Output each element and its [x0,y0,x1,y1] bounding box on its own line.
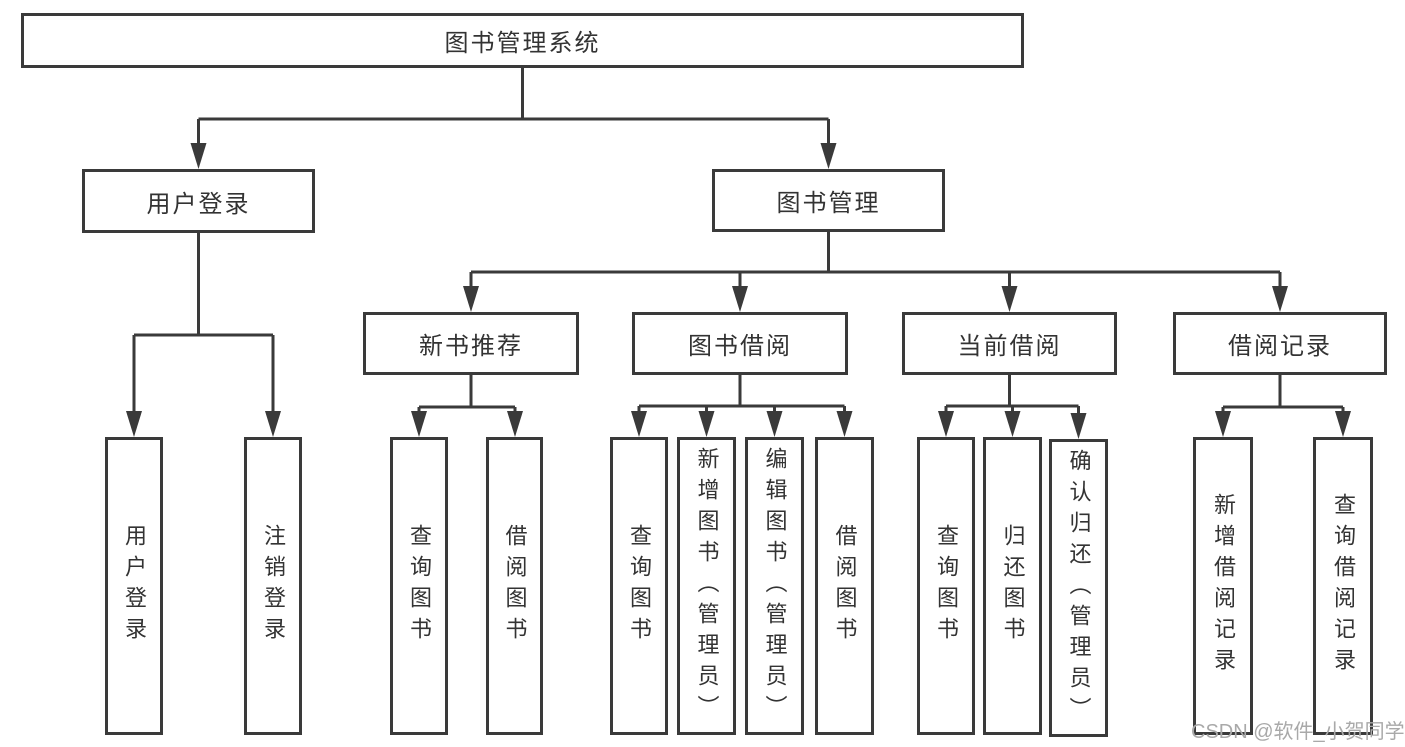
connector-root [197,68,830,145]
leaf-add-record-label: 新增借阅记录 [1211,493,1236,679]
connector-book-mgmt [469,232,1282,288]
connector-new-book [417,375,517,413]
connector-book-borrow [637,375,846,413]
arrowhead [1001,286,1018,312]
arrowhead [126,411,142,437]
connector-borrow-record [1221,375,1345,413]
connector-arrowheads [126,143,1351,439]
arrowhead [1215,411,1231,437]
leaf-query-book-1: 查询图书 [390,437,448,735]
connector-lines [132,68,1345,415]
node-current-borrow: 当前借阅 [902,312,1117,375]
arrowhead [732,286,748,312]
node-book-mgmt: 图书管理 [712,169,945,232]
arrowhead [1335,411,1351,437]
leaf-query-book-3: 查询图书 [917,437,975,735]
node-root: 图书管理系统 [21,13,1024,68]
leaf-query-book-3-label: 查询图书 [934,524,959,648]
leaf-query-book-2-label: 查询图书 [627,524,652,648]
leaf-confirm-return-label: 确认归还（管理员） [1066,448,1092,728]
leaf-query-record-label: 查询借阅记录 [1331,493,1356,679]
leaf-confirm-return: 确认归还（管理员） [1049,439,1108,737]
leaf-query-record: 查询借阅记录 [1313,437,1373,735]
leaf-user-login: 用户登录 [105,437,163,735]
leaf-return-book: 归还图书 [983,437,1042,735]
node-book-borrow: 图书借阅 [632,312,848,375]
leaf-add-book-label: 新增图书（管理员） [694,446,720,726]
node-user-login-label: 用户登录 [146,190,251,218]
leaf-logout: 注销登录 [244,437,302,735]
arrowhead [190,143,207,169]
connector-current-borrow [944,375,1080,415]
arrowhead [820,143,837,169]
arrowhead [698,411,715,437]
leaf-borrow-book-1-label: 借阅图书 [502,524,528,648]
node-book-mgmt-label: 图书管理 [776,190,881,217]
arrowhead [411,411,427,437]
node-borrow-record-label: 借阅记录 [1228,333,1332,360]
node-borrow-record: 借阅记录 [1173,312,1387,375]
csdn-watermark: CSDN @软件_小贺同学 [1191,721,1405,743]
connector-user-login [132,233,275,413]
arrowhead [463,286,479,312]
arrowhead [631,411,647,437]
leaf-logout-label: 注销登录 [261,524,286,648]
leaf-query-book-2: 查询图书 [610,437,668,735]
arrowhead [1272,286,1288,312]
leaf-return-book-label: 归还图书 [1000,524,1026,648]
arrowhead [1070,413,1087,439]
leaf-edit-book: 编辑图书（管理员） [745,437,804,735]
leaf-borrow-book-1: 借阅图书 [486,437,543,735]
node-book-borrow-label: 图书借阅 [688,333,792,360]
leaf-edit-book-label: 编辑图书（管理员） [762,446,788,726]
node-current-borrow-label: 当前借阅 [957,333,1062,360]
arrowhead [766,411,783,437]
leaf-user-login-label: 用户登录 [122,524,147,648]
arrowhead [507,411,523,437]
arrowhead [938,411,954,437]
arrowhead [836,411,853,437]
leaf-add-record: 新增借阅记录 [1193,437,1253,735]
node-user-login: 用户登录 [82,169,315,233]
arrowhead [1004,411,1021,437]
node-new-book-label: 新书推荐 [419,333,523,360]
arrowhead [265,411,281,437]
node-new-book: 新书推荐 [363,312,579,375]
node-root-label: 图书管理系统 [444,30,601,57]
leaf-query-book-1-label: 查询图书 [407,524,432,648]
leaf-borrow-book-2-label: 借阅图书 [832,524,858,648]
leaf-add-book: 新增图书（管理员） [677,437,736,735]
leaf-borrow-book-2: 借阅图书 [815,437,874,735]
